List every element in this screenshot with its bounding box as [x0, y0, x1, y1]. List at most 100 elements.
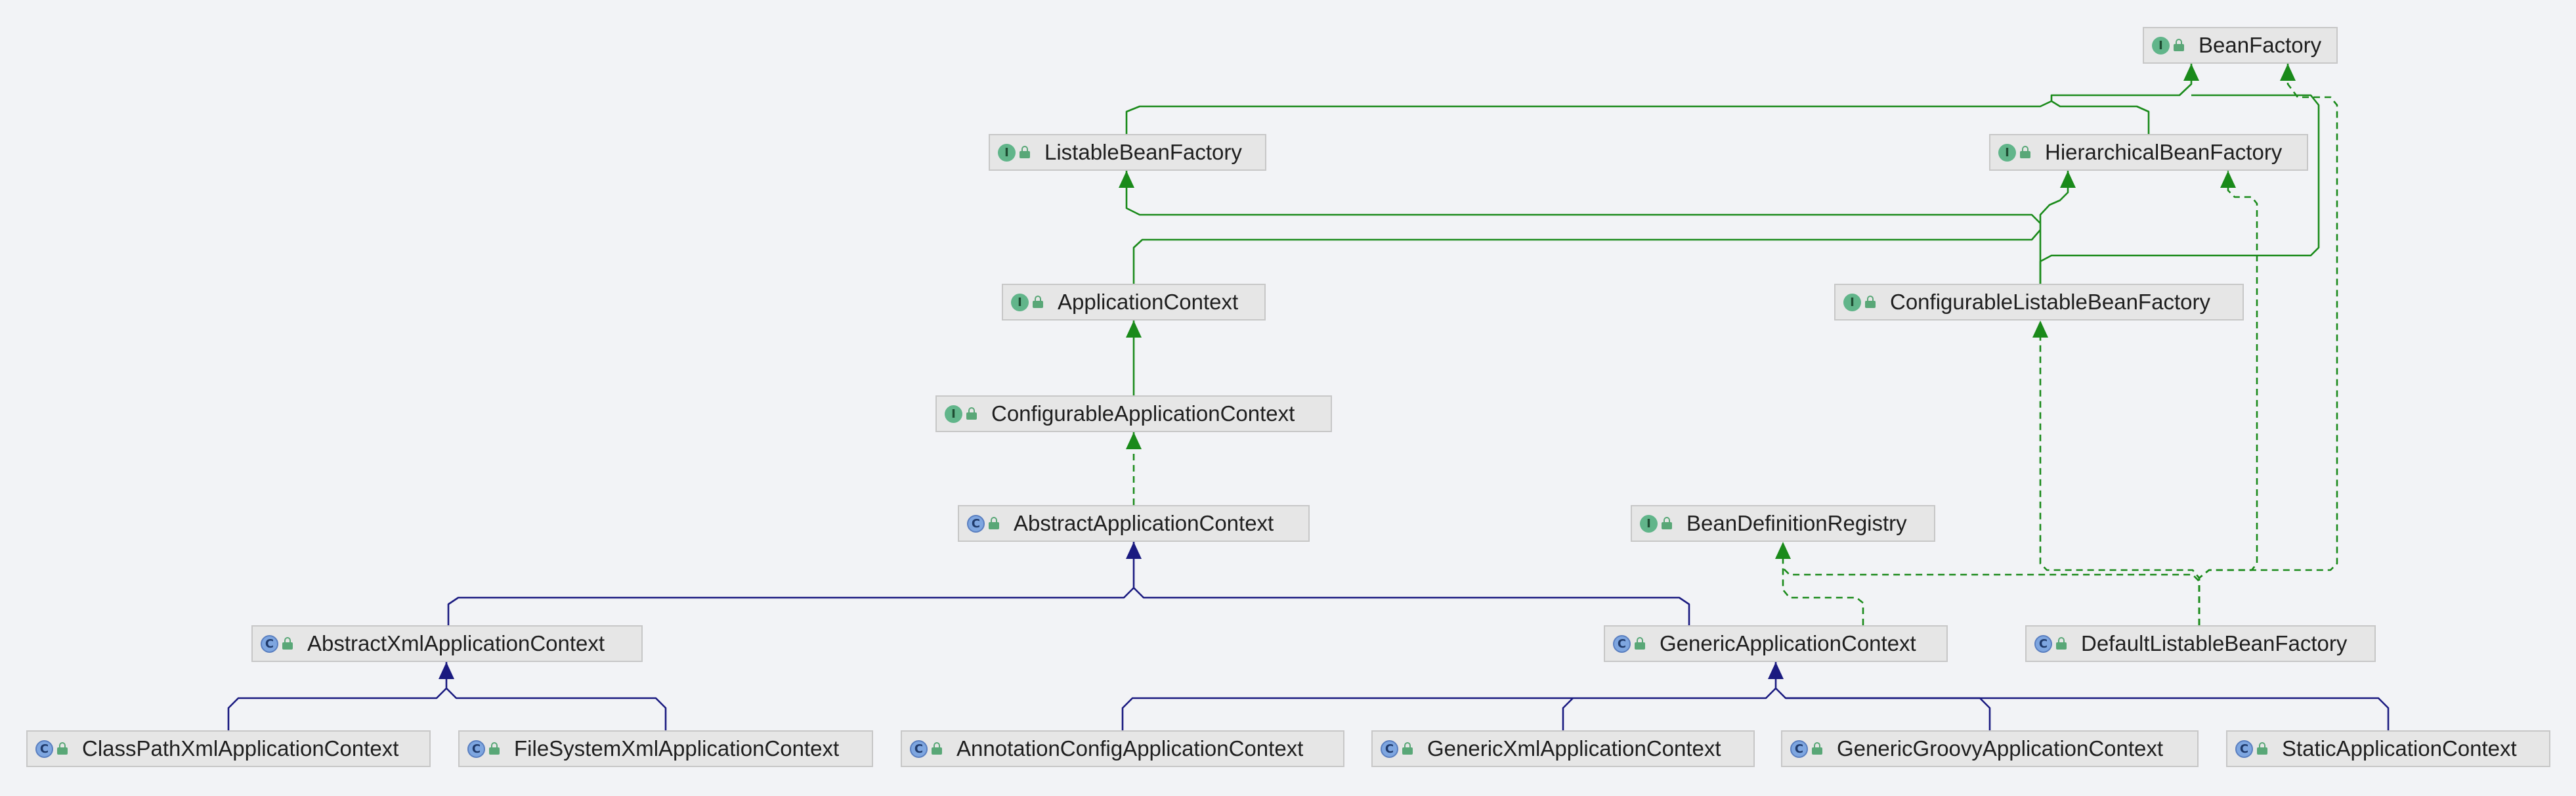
public-visibility-icon [1402, 742, 1414, 755]
class-icon: C [2034, 634, 2052, 653]
class-node-bean-factory[interactable]: I BeanFactory [2143, 27, 2338, 64]
extends-arrowhead-abstractxml [439, 662, 454, 679]
extends-arrowhead-abstractapplication [1126, 542, 1142, 559]
class-node-bean-definition-registry[interactable]: I BeanDefinitionRegistry [1631, 505, 1935, 542]
inheritance-edge-13 [447, 542, 1135, 625]
inheritance-edge-18 [1562, 697, 1574, 730]
public-visibility-icon [1020, 146, 1031, 159]
implements-arrowhead-beanfactory [2280, 64, 2296, 81]
class-name-label: ApplicationContext [1058, 290, 1239, 314]
class-name-label: BeanDefinitionRegistry [1686, 511, 1907, 535]
class-icon: C [35, 740, 53, 758]
public-visibility-icon [932, 742, 943, 755]
inheritance-edge-3 [1132, 229, 2041, 284]
class-name-label: ConfigurableApplicationContext [991, 401, 1295, 426]
class-node-file-system-xml-application-context[interactable]: C FileSystemXmlApplicationContext [458, 730, 873, 767]
inheritance-edge-2 [2039, 94, 2320, 284]
class-name-label: AbstractXmlApplicationContext [307, 631, 605, 655]
public-visibility-icon [2257, 742, 2269, 755]
public-visibility-icon [2056, 637, 2068, 650]
class-node-generic-groovy-application-context[interactable]: C GenericGroovyApplicationContext [1781, 730, 2199, 767]
public-visibility-icon [1033, 296, 1044, 309]
public-visibility-icon [966, 407, 978, 420]
implements-arrowhead-configurableapplication [1126, 432, 1142, 449]
implements-arrowhead-registry [1775, 542, 1791, 559]
inheritance-edge-16 [446, 688, 667, 730]
class-name-label: GenericApplicationContext [1660, 631, 1916, 655]
class-node-configurable-listable-bean-factory[interactable]: I ConfigurableListableBeanFactory [1834, 284, 2244, 321]
class-node-generic-application-context[interactable]: C GenericApplicationContext [1604, 625, 1948, 662]
class-icon: C [967, 514, 985, 533]
inheritance-edge-17 [1121, 662, 1777, 730]
class-icon: C [467, 740, 485, 758]
class-name-label: FileSystemXmlApplicationContext [514, 736, 840, 761]
interface-icon: I [998, 143, 1016, 162]
public-visibility-icon [1865, 296, 1877, 309]
interface-icon: I [1640, 514, 1658, 533]
interface-icon: I [1843, 293, 1861, 311]
class-node-default-listable-bean-factory[interactable]: C DefaultListableBeanFactory [2025, 625, 2376, 662]
class-node-listable-bean-factory[interactable]: I ListableBeanFactory [989, 134, 1266, 171]
inheritance-edge-19 [1775, 688, 1991, 730]
class-node-application-context[interactable]: I ApplicationContext [1002, 284, 1266, 321]
inheritance-edge-0 [1125, 64, 2193, 134]
inherits-arrowhead-beanfactory [2183, 64, 2199, 81]
implements-edge-11 [2039, 321, 2200, 625]
class-icon: C [2235, 740, 2253, 758]
inheritance-edge-20 [1786, 697, 2390, 730]
public-visibility-icon [489, 742, 501, 755]
class-name-label: BeanFactory [2199, 33, 2322, 57]
class-name-label: ListableBeanFactory [1044, 140, 1242, 164]
class-name-label: HierarchicalBeanFactory [2045, 140, 2283, 164]
public-visibility-icon [2174, 39, 2185, 52]
public-visibility-icon [1635, 637, 1646, 650]
public-visibility-icon [2020, 146, 2032, 159]
interface-icon: I [2152, 36, 2170, 55]
implements-edge-8 [1782, 542, 1864, 625]
interface-icon: I [1011, 293, 1029, 311]
class-name-label: AnnotationConfigApplicationContext [956, 736, 1304, 761]
class-node-annotation-config-application-context[interactable]: C AnnotationConfigApplicationContext [901, 730, 1344, 767]
public-visibility-icon [1812, 742, 1824, 755]
public-visibility-icon [1662, 517, 1673, 530]
class-node-static-application-context[interactable]: C StaticApplicationContext [2226, 730, 2550, 767]
class-name-label: ClassPathXmlApplicationContext [82, 736, 399, 761]
class-icon: C [1381, 740, 1398, 758]
public-visibility-icon [282, 637, 294, 650]
inheritance-edge-4 [1125, 171, 2041, 224]
class-name-label: StaticApplicationContext [2282, 736, 2517, 761]
extends-arrowhead-generic [1768, 662, 1784, 679]
class-name-label: DefaultListableBeanFactory [2081, 631, 2348, 655]
public-visibility-icon [989, 517, 1000, 530]
class-icon: C [1790, 740, 1808, 758]
class-node-hierarchical-bean-factory[interactable]: I HierarchicalBeanFactory [1989, 134, 2308, 171]
interface-icon: I [945, 405, 962, 423]
inherits-arrowhead-listable [1119, 171, 1134, 188]
class-icon: C [1613, 634, 1631, 653]
inherits-arrowhead-hierarchical [2060, 171, 2076, 188]
inheritance-edge-5 [2039, 171, 2069, 284]
class-name-label: GenericGroovyApplicationContext [1837, 736, 2164, 761]
class-node-generic-xml-application-context[interactable]: C GenericXmlApplicationContext [1371, 730, 1755, 767]
inheritance-edge-1 [2051, 100, 2150, 134]
class-node-abstract-application-context[interactable]: C AbstractApplicationContext [958, 505, 1310, 542]
implements-edge-9 [1782, 567, 2200, 625]
implements-arrowhead-hierarchical [2220, 171, 2236, 188]
class-icon: C [910, 740, 928, 758]
class-node-abstract-xml-application-context[interactable]: C AbstractXmlApplicationContext [251, 625, 643, 662]
class-node-configurable-application-context[interactable]: I ConfigurableApplicationContext [935, 395, 1332, 432]
implements-arrowhead-configurablelistable [2032, 321, 2048, 338]
class-name-label: ConfigurableListableBeanFactory [1890, 290, 2210, 314]
class-node-class-path-xml-application-context[interactable]: C ClassPathXmlApplicationContext [26, 730, 431, 767]
public-visibility-icon [57, 742, 69, 755]
inheritance-edge-15 [227, 662, 448, 730]
inheritance-edge-14 [1133, 587, 1690, 625]
class-name-label: AbstractApplicationContext [1014, 511, 1274, 535]
inherits-arrowhead-applicationcontext [1126, 321, 1142, 338]
class-icon: C [261, 634, 278, 653]
implements-edge-10 [2198, 171, 2258, 625]
class-name-label: GenericXmlApplicationContext [1427, 736, 1721, 761]
interface-icon: I [1998, 143, 2016, 162]
